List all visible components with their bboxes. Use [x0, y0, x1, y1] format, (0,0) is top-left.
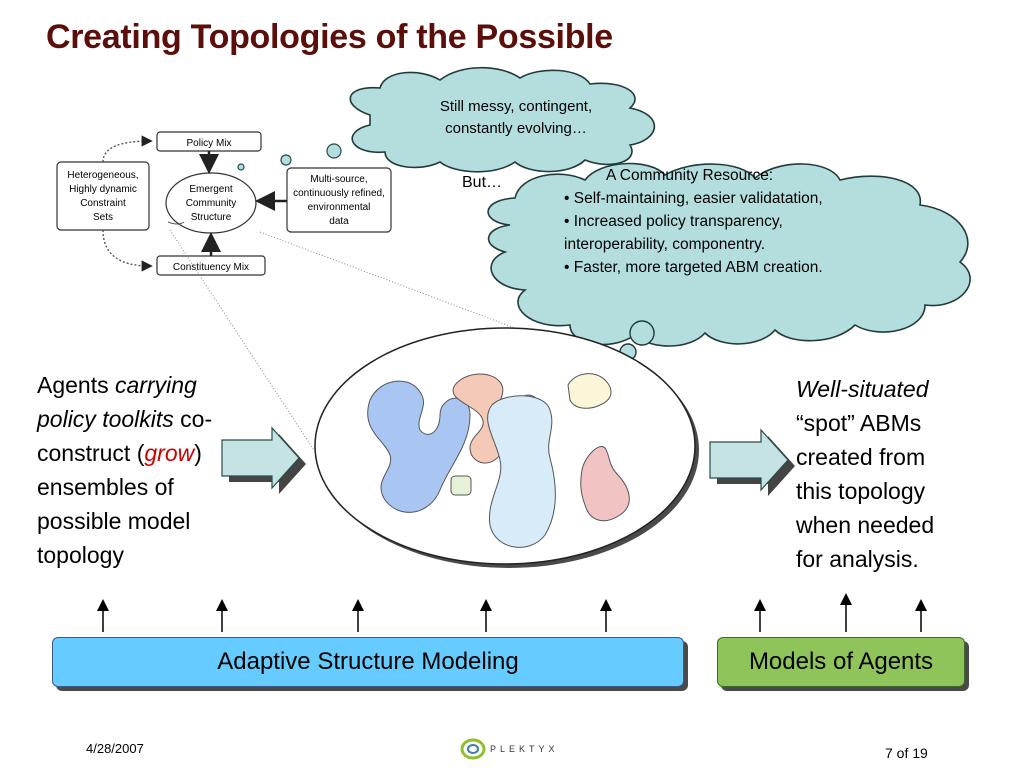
topology-blob	[580, 446, 630, 522]
projection-line	[169, 229, 341, 491]
logo-ring-icon	[460, 738, 486, 760]
topology-blob	[367, 380, 471, 513]
cloud-big-text: A Community Resource: • Self-maintaining…	[564, 164, 854, 279]
left-text-part: co-construct (	[37, 406, 213, 466]
policy-mix-label: Policy Mix	[186, 138, 231, 149]
emergent-line-1: Emergent	[189, 184, 233, 195]
plektyx-logo: PLEKTYX	[460, 738, 559, 760]
multisource-line-3: environmental	[308, 202, 371, 213]
footer-date: 4/28/2007	[86, 741, 144, 756]
cloud-small-line-2: constantly evolving…	[445, 120, 587, 137]
adaptive-structure-modeling-bar: Adaptive Structure Modeling	[52, 637, 684, 687]
multisource-line-1: Multi-source,	[310, 174, 367, 185]
page-title: Creating Topologies of the Possible	[46, 18, 613, 56]
cloud-big-bullet: • Faster, more targeted ABM creation.	[564, 259, 823, 276]
thought-dot	[237, 163, 245, 171]
cloud-small	[349, 66, 656, 173]
cloud-small-line-1: Still messy, contingent,	[439, 98, 593, 115]
thought-dot	[629, 320, 655, 346]
left-description: Agents carrying policy toolkits co-const…	[37, 368, 247, 572]
cloud-big-bullet: • Self-maintaining, easier validatation,	[564, 190, 823, 207]
models-of-agents-bar: Models of Agents	[717, 637, 965, 687]
thought-dot	[326, 143, 342, 159]
concept-diagram: Policy Mix Constituency Mix Heterogeneou…	[56, 131, 392, 276]
emergent-line-3: Structure	[191, 212, 232, 223]
constituency-mix-label: Constituency Mix	[173, 262, 249, 273]
hetero-line-2: Highly dynamic	[69, 184, 137, 195]
topology-blob	[450, 475, 472, 496]
cloud-small-text: Still messy, contingent, constantly evol…	[396, 96, 636, 140]
cloud-big-bullet: • Increased policy transparency, interop…	[564, 213, 783, 253]
hetero-line-3: Constraint	[80, 198, 126, 209]
emergent-line-2: Community	[186, 198, 237, 209]
right-block-arrow	[709, 428, 795, 496]
right-text-part: “spot” ABMs created from this topology w…	[796, 410, 935, 572]
left-text-part: ) ensembles of possible model topology	[37, 440, 202, 568]
thought-dot	[280, 154, 292, 166]
left-text-part: Agents	[37, 372, 115, 398]
right-description: Well-situated “spot” ABMs created from t…	[796, 372, 966, 576]
up-arrows	[97, 593, 927, 632]
cloud-big	[487, 162, 971, 347]
topology-blob	[567, 373, 612, 409]
grow-word: grow	[144, 440, 195, 466]
left-text-italic: carrying policy toolkits	[37, 372, 197, 432]
logo-wordmark: PLEKTYX	[490, 744, 559, 754]
hetero-line-4: Sets	[93, 212, 113, 223]
hetero-line-1: Heterogeneous,	[67, 170, 138, 181]
multisource-line-2: continuously refined,	[293, 188, 385, 199]
topology-blob	[487, 395, 556, 548]
multisource-line-4: data	[329, 216, 349, 227]
projection-line	[259, 231, 561, 346]
page-number: 7 of 19	[885, 745, 928, 761]
left-block-arrow	[221, 426, 306, 494]
right-text-italic: Well-situated	[796, 376, 929, 402]
but-label: But…	[462, 174, 503, 191]
cloud-big-title: A Community Resource:	[606, 167, 774, 184]
